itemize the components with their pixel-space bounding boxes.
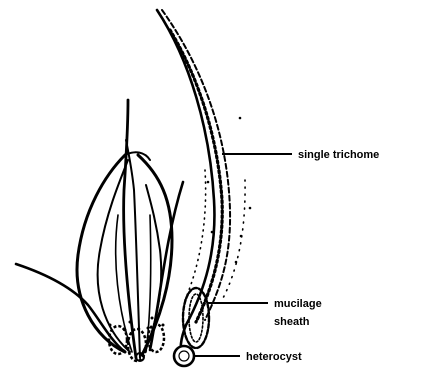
label-mucilage: mucilage	[274, 298, 322, 310]
single-trichome-group	[157, 10, 245, 352]
label-heterocyst: heterocyst	[246, 351, 302, 363]
label-single-trichome: single trichome	[298, 149, 379, 161]
mucilage-sheath-shape	[183, 288, 209, 348]
label-sheath: sheath	[274, 316, 310, 328]
trichome-cluster	[16, 100, 183, 358]
trichome-cells	[170, 30, 222, 322]
sheath-stipple-left	[185, 170, 206, 300]
trichome-outer-right	[162, 10, 230, 320]
heterocyst-cell	[174, 346, 194, 366]
filament-center-tall	[124, 100, 136, 358]
sheath-stipple-right	[222, 180, 245, 300]
